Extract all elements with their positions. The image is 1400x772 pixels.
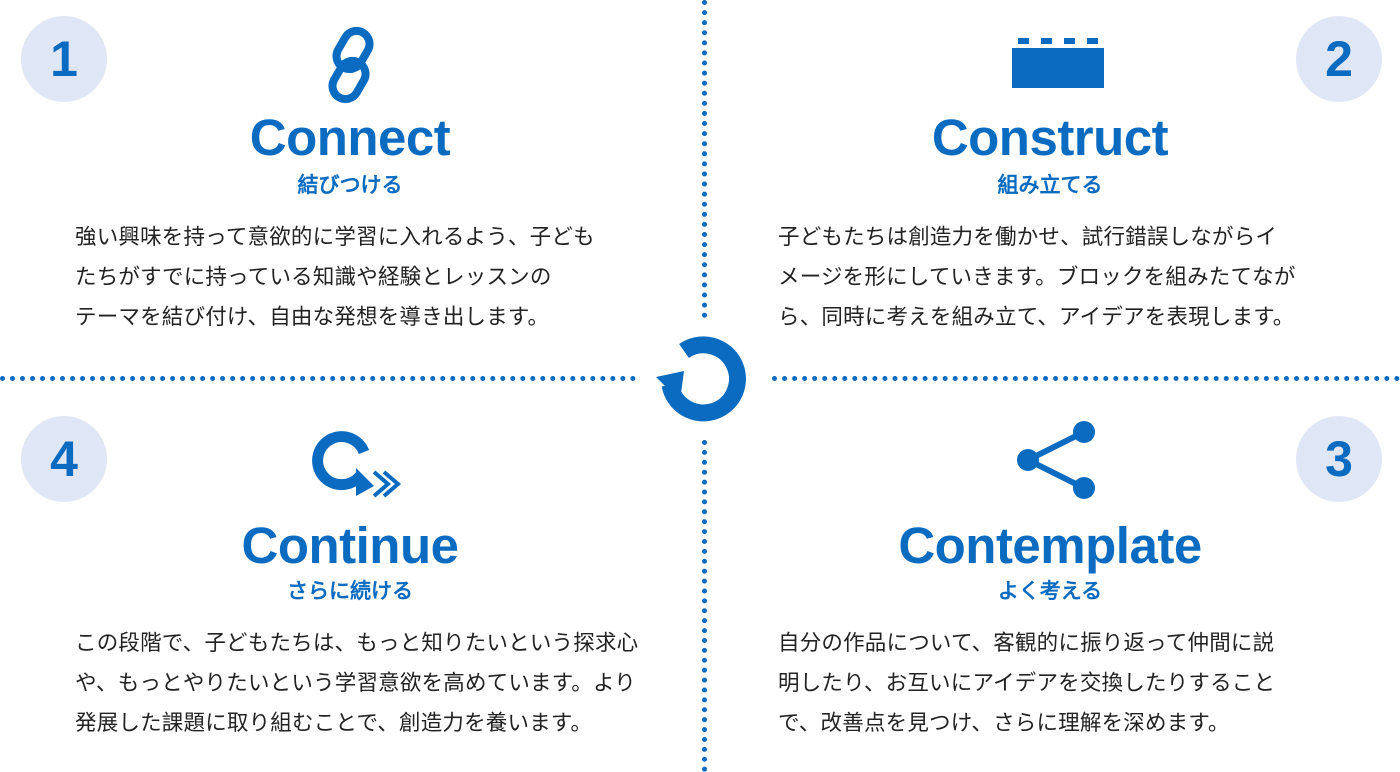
cycle-arrow-icon — [656, 336, 746, 422]
description-line: この段階で、子どもたちは、もっと知りたいという探求心 — [75, 631, 639, 656]
vertical-divider-top — [702, 0, 707, 318]
step-title: Continue — [241, 517, 459, 574]
description-line: メージを形にしていきます。ブロックを組みたてなが — [778, 265, 1296, 290]
step-description: 自分の作品について、客観的に振り返って仲間に説 明したり、お互いにアイデアを交換… — [778, 624, 1275, 744]
step-subtitle: 組み立てる — [997, 173, 1103, 197]
step-title: Connect — [249, 109, 451, 166]
description-line: たちがすでに持っている知識や経験とレッスンの — [75, 265, 552, 290]
loop-forward-icon — [312, 431, 402, 498]
step-connect: 1 Connect 結びつける 強い興味を持って意欲的に学習に入れるよう、子ども… — [0, 0, 700, 386]
description-line: で、改善点を見つけ、さらに理解を深めます。 — [778, 711, 1230, 736]
step-number-badge: 3 — [1296, 416, 1382, 502]
chain-link-icon — [328, 26, 374, 104]
step-title: Contemplate — [898, 517, 1202, 574]
description-line: 子どもたちは創造力を働かせ、試行錯誤しながらイ — [778, 225, 1278, 250]
description-line: 明したり、お互いにアイデアを交換したりすること — [778, 671, 1276, 696]
step-description: この段階で、子どもたちは、もっと知りたいという探求心 や、もっとやりたいという学… — [75, 624, 638, 744]
vertical-divider-bottom — [702, 440, 707, 772]
step-continue: 4 Continue さらに続ける この段階で、子どもたちは、もっと知りたいとい… — [0, 386, 700, 772]
description-line: や、もっとやりたいという学習意欲を高めています。より — [75, 671, 636, 696]
description-line: 自分の作品について、客観的に振り返って仲間に説 — [778, 631, 1275, 656]
description-line: 発展した課題に取り組むことで、創造力を養います。 — [75, 711, 593, 736]
description-line: ら、同時に考えを組み立て、アイデアを表現します。 — [778, 305, 1295, 330]
share-nodes-icon — [1017, 421, 1095, 499]
building-brick-icon — [1012, 38, 1104, 88]
step-description: 強い興味を持って意欲的に学習に入れるよう、子ども たちがすでに持っている知識や経… — [75, 218, 595, 338]
step-subtitle: さらに続ける — [287, 579, 413, 603]
description-line: 強い興味を持って意欲的に学習に入れるよう、子ども — [75, 225, 595, 250]
step-subtitle: よく考える — [997, 579, 1103, 603]
description-line: テーマを結び付け、自由な発想を導き出します。 — [75, 305, 550, 330]
step-subtitle: 結びつける — [297, 173, 403, 197]
step-construct: 2 Construct 組み立てる 子どもたちは創造力を働かせ、試行錯誤しながら… — [700, 0, 1400, 386]
step-title: Construct — [931, 109, 1169, 166]
step-number-badge: 2 — [1296, 16, 1382, 102]
step-contemplate: 3 Contemplate よく考える 自分の作品について、客観的に振り返って仲… — [700, 386, 1400, 772]
step-description: 子どもたちは創造力を働かせ、試行錯誤しながらイ メージを形にしていきます。ブロッ… — [778, 218, 1296, 338]
step-number-badge: 1 — [21, 16, 107, 102]
horizontal-divider-right — [772, 376, 1400, 381]
step-number-badge: 4 — [21, 416, 107, 502]
horizontal-divider-left — [0, 376, 636, 381]
